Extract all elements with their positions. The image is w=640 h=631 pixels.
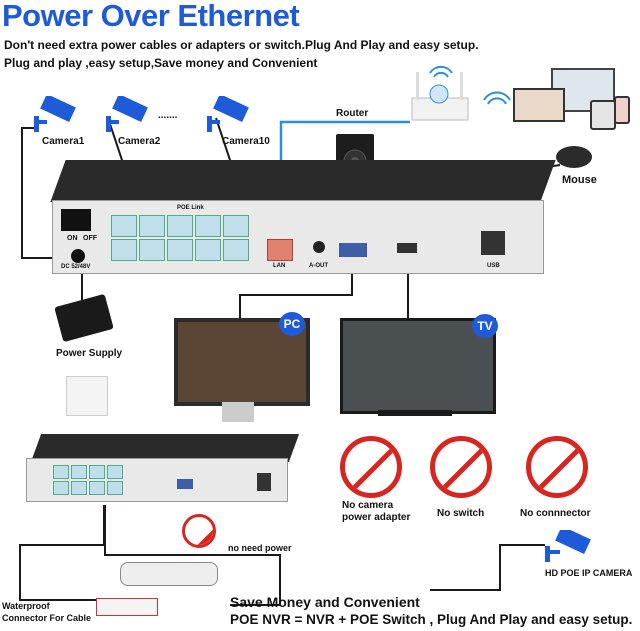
no-connector-label: No connnector — [520, 508, 591, 519]
small-usb-port — [257, 473, 271, 491]
poe-port-1 — [111, 215, 137, 237]
poe-port-4 — [195, 215, 221, 237]
small-port-1 — [53, 465, 69, 479]
waterproof-connector-icon — [120, 562, 218, 586]
connector-cap-icon — [96, 598, 158, 616]
poe-port-8 — [167, 239, 193, 261]
dc-label: DC 52/48V — [61, 264, 90, 270]
small-port-8 — [107, 481, 123, 495]
phone-icon — [614, 96, 630, 124]
dc-port — [71, 249, 85, 263]
nvr-back-panel: ON OFF DC 52/48V POE Link LAN A-OUT USB — [52, 200, 544, 274]
router-icon — [408, 68, 470, 124]
wall-socket-icon — [66, 376, 108, 416]
off-label: OFF — [83, 235, 97, 242]
small-vga-port — [177, 479, 193, 489]
pc-stand — [222, 402, 254, 422]
camera10-icon — [205, 96, 251, 141]
mouse-icon — [556, 146, 592, 168]
aout-port — [313, 241, 325, 253]
poe-port-2 — [139, 215, 165, 237]
poe-port-10 — [223, 239, 249, 261]
no-power-label: no need power — [228, 543, 292, 553]
camera-ellipsis: ....... — [158, 110, 177, 121]
hdmi-port — [397, 243, 417, 253]
no-adapter-label: No camera power adapter — [342, 500, 410, 524]
ip-camera-icon — [543, 530, 593, 571]
laptop-icon — [513, 88, 565, 122]
small-port-3 — [89, 465, 105, 479]
small-port-2 — [71, 465, 87, 479]
no-switch-label: No switch — [437, 508, 484, 519]
waterproof-label: Waterproof Connector For Cable — [2, 600, 91, 624]
tv-badge: TV — [472, 314, 498, 338]
tv-screen — [340, 318, 496, 414]
nvr-top-cover — [50, 160, 555, 202]
camera2-icon — [104, 96, 150, 141]
no-switch-sign-icon — [430, 436, 492, 498]
lan-label: LAN — [273, 263, 285, 269]
poe-port-3 — [167, 215, 193, 237]
no-adapter-sign-icon — [340, 436, 402, 498]
aout-label: A-OUT — [309, 263, 328, 269]
poe-port-6 — [111, 239, 137, 261]
poe-port-7 — [139, 239, 165, 261]
poe-equation-text: POE NVR = NVR + POE Switch , Plug And Pl… — [230, 612, 632, 627]
tv-stand — [378, 410, 452, 416]
vga-cable — [240, 268, 352, 318]
camera1-icon — [32, 96, 78, 141]
poe-link-label: POE Link — [177, 205, 204, 211]
lan-port — [267, 239, 293, 261]
on-label: ON — [67, 235, 78, 242]
no-connector-sign-icon — [526, 436, 588, 498]
vga-port — [339, 243, 367, 257]
no-power-sign-icon — [182, 514, 216, 548]
power-switch[interactable] — [61, 209, 91, 231]
poe-port-9 — [195, 239, 221, 261]
mouse-label: Mouse — [562, 174, 597, 186]
tablet-icon — [590, 100, 616, 130]
usb-label: USB — [487, 263, 500, 269]
power-supply-label: Power Supply — [56, 348, 122, 359]
usb-port — [481, 231, 505, 255]
small-port-4 — [107, 465, 123, 479]
small-port-7 — [89, 481, 105, 495]
camera2-label: Camera2 — [118, 136, 160, 147]
small-nvr-panel — [26, 458, 288, 502]
poe-port-5 — [223, 215, 249, 237]
save-money-text: Save Money and Convenient — [230, 594, 420, 610]
router-label: Router — [336, 108, 368, 119]
camera1-label: Camera1 — [42, 136, 84, 147]
small-port-6 — [71, 481, 87, 495]
ip-camera-label: HD POE IP CAMERA — [545, 568, 632, 578]
camera10-label: Camera10 — [222, 136, 270, 147]
pc-badge: PC — [279, 312, 305, 336]
small-port-5 — [53, 481, 69, 495]
